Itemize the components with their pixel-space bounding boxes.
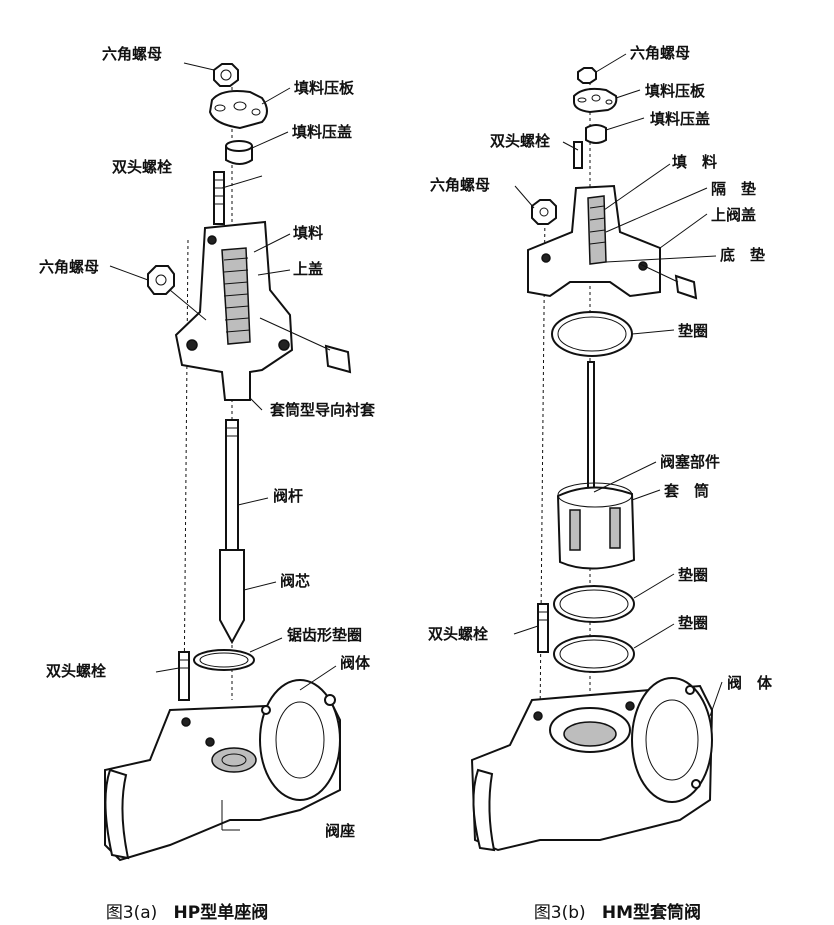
label-left-gasket: 锯齿形垫圈: [287, 626, 363, 644]
caption-left-prefix: 图3(a): [105, 903, 158, 923]
label-right-spacer: 隔 垫: [711, 180, 757, 198]
label-right-gasket-2: 垫圈: [678, 566, 709, 584]
label-right-gasket-3: 垫圈: [678, 614, 709, 632]
label-right-bonnet: 上阀盖: [711, 206, 757, 224]
label-right-cage: 套 筒: [664, 482, 710, 500]
label-left-hex-nut-side: 六角螺母: [39, 258, 100, 276]
label-left-stem: 阀杆: [273, 487, 304, 505]
caption-left-title: HP型单座阀: [173, 903, 269, 923]
caption-left: 图3(a) HP型单座阀: [95, 888, 268, 922]
label-left-gland-plate: 填料压板: [294, 79, 355, 97]
label-right-plug-assembly: 阀塞部件: [660, 453, 721, 471]
caption-right-prefix: 图3(b): [533, 903, 586, 923]
label-right-hex-nut-top: 六角螺母: [630, 44, 691, 62]
label-left-stud-bottom: 双头螺栓: [46, 662, 107, 680]
label-left-gland: 填料压盖: [292, 123, 353, 141]
label-right-body: 阀 体: [727, 674, 773, 692]
left-valve-drawing: [104, 62, 352, 862]
label-right-bottom-washer: 底 垫: [720, 246, 766, 264]
side-hex-nut-icon: [531, 199, 557, 225]
right-valve-drawing: [470, 53, 723, 852]
caption-right: 图3(b) HM型套筒阀: [523, 888, 701, 922]
label-left-body: 阀体: [340, 654, 371, 672]
label-right-packing: 填 料: [672, 153, 718, 171]
label-left-stud-top: 双头螺栓: [112, 158, 173, 176]
caption-right-title: HM型套筒阀: [601, 903, 702, 923]
side-hex-nut-icon: [147, 265, 175, 295]
label-left-plug: 阀芯: [280, 572, 311, 590]
label-left-seat: 阀座: [325, 822, 356, 840]
label-right-stud-top: 双头螺栓: [490, 132, 551, 150]
label-left-cage-liner: 套筒型导向衬套: [270, 401, 376, 419]
label-left-hex-nut-top: 六角螺母: [102, 45, 163, 63]
label-left-bonnet: 上盖: [293, 260, 324, 278]
label-left-packing: 填料: [293, 224, 324, 242]
hex-nut-icon: [577, 67, 597, 84]
label-right-hex-nut-side: 六角螺母: [430, 176, 491, 194]
label-right-stud-bottom: 双头螺栓: [428, 625, 489, 643]
hex-nut-icon: [213, 63, 239, 87]
label-right-gland-plate: 填料压板: [645, 82, 706, 100]
label-right-gasket-1: 垫圈: [678, 322, 709, 340]
label-right-gland: 填料压盖: [650, 110, 711, 128]
